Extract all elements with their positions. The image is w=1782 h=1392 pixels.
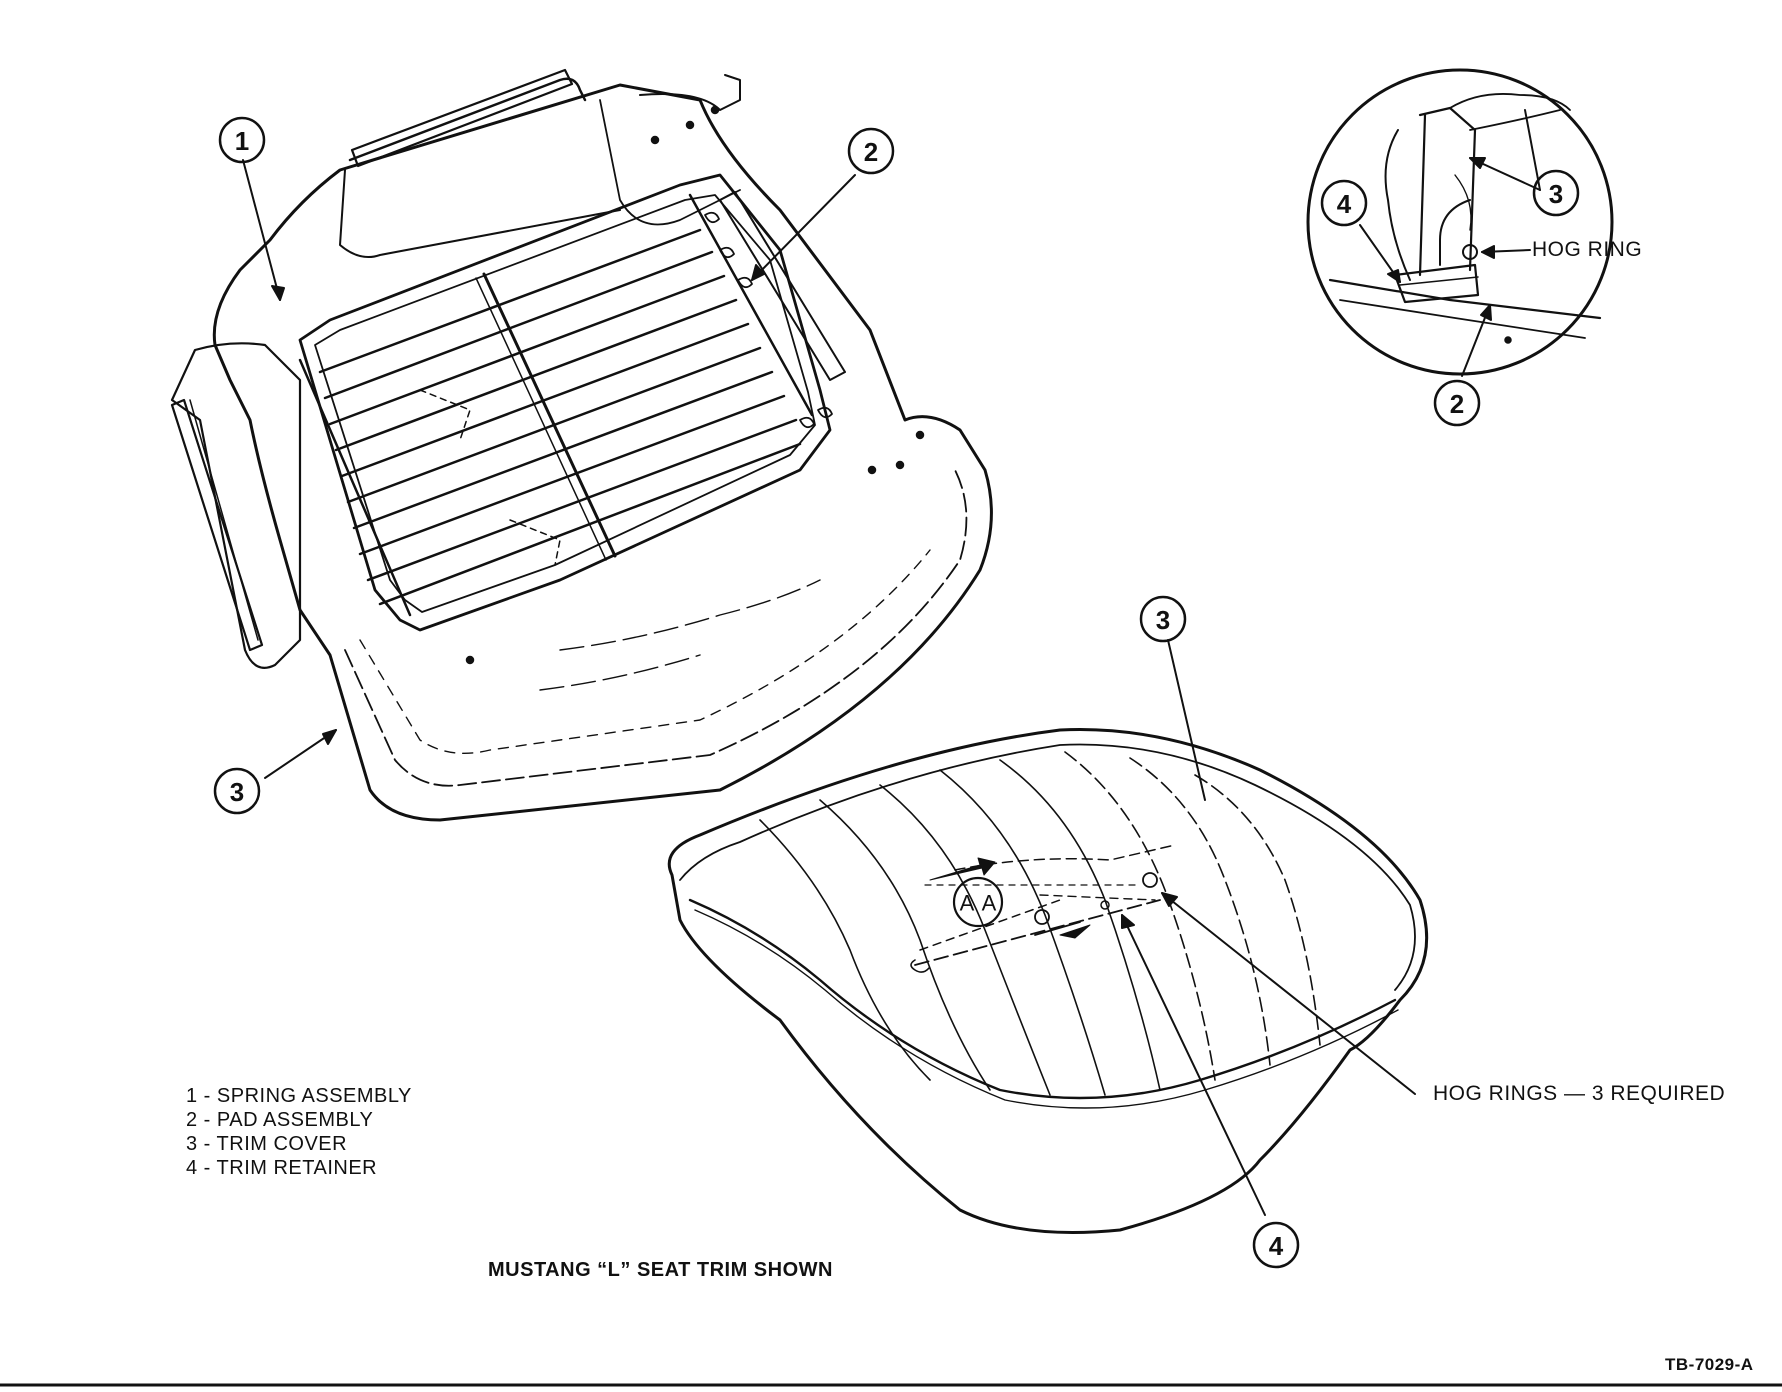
hog-rings-required-label: HOG RINGS — 3 REQUIRED <box>1433 1082 1726 1105</box>
seat-frame-assembly <box>170 68 993 822</box>
legend-item-spring-assembly: 1 - SPRING ASSEMBLY <box>186 1085 412 1107</box>
hog-ring-label: HOG RING <box>1532 238 1643 261</box>
callout-main-3-left-number: 3 <box>230 777 244 807</box>
callout-detail-2 <box>1433 379 1481 427</box>
callout-main-3-right-number: 3 <box>1156 605 1170 635</box>
callout-main-1 <box>218 116 266 164</box>
callout-main-3-left <box>213 767 261 815</box>
figure-id: TB-7029-A <box>1665 1355 1754 1374</box>
legend-item-pad-assembly: 2 - PAD ASSEMBLY <box>186 1109 374 1131</box>
callout-main-4 <box>1252 1221 1300 1269</box>
callout-detail-4-number: 4 <box>1337 189 1352 219</box>
leader-lines <box>242 109 1541 1216</box>
parts-legend: 1 - SPRING ASSEMBLY 2 - PAD ASSEMBLY 3 -… <box>186 1084 412 1180</box>
callout-main-2-number: 2 <box>864 137 878 167</box>
legend-item-trim-cover: 3 - TRIM COVER <box>186 1133 348 1155</box>
callout-circles <box>213 116 1580 1269</box>
callout-main-1-number: 1 <box>235 126 249 156</box>
view-marker-right-letter: A <box>982 891 997 916</box>
callout-detail-3 <box>1532 169 1580 217</box>
callout-main-3-right <box>1139 595 1187 643</box>
hog-ring-detail <box>1306 68 1614 376</box>
callout-main-4-number: 4 <box>1269 1231 1284 1261</box>
callout-detail-3-number: 3 <box>1549 179 1563 209</box>
callout-detail-4 <box>1320 179 1368 227</box>
view-marker-left-letter: A <box>960 891 975 916</box>
callout-main-2 <box>847 127 895 175</box>
seat-cushion <box>667 728 1429 1234</box>
view-a-marker <box>952 876 1004 928</box>
legend-item-trim-retainer: 4 - TRIM RETAINER <box>186 1157 378 1179</box>
callout-detail-2-number: 2 <box>1450 389 1464 419</box>
figure-caption: MUSTANG “L” SEAT TRIM SHOWN <box>488 1259 833 1281</box>
